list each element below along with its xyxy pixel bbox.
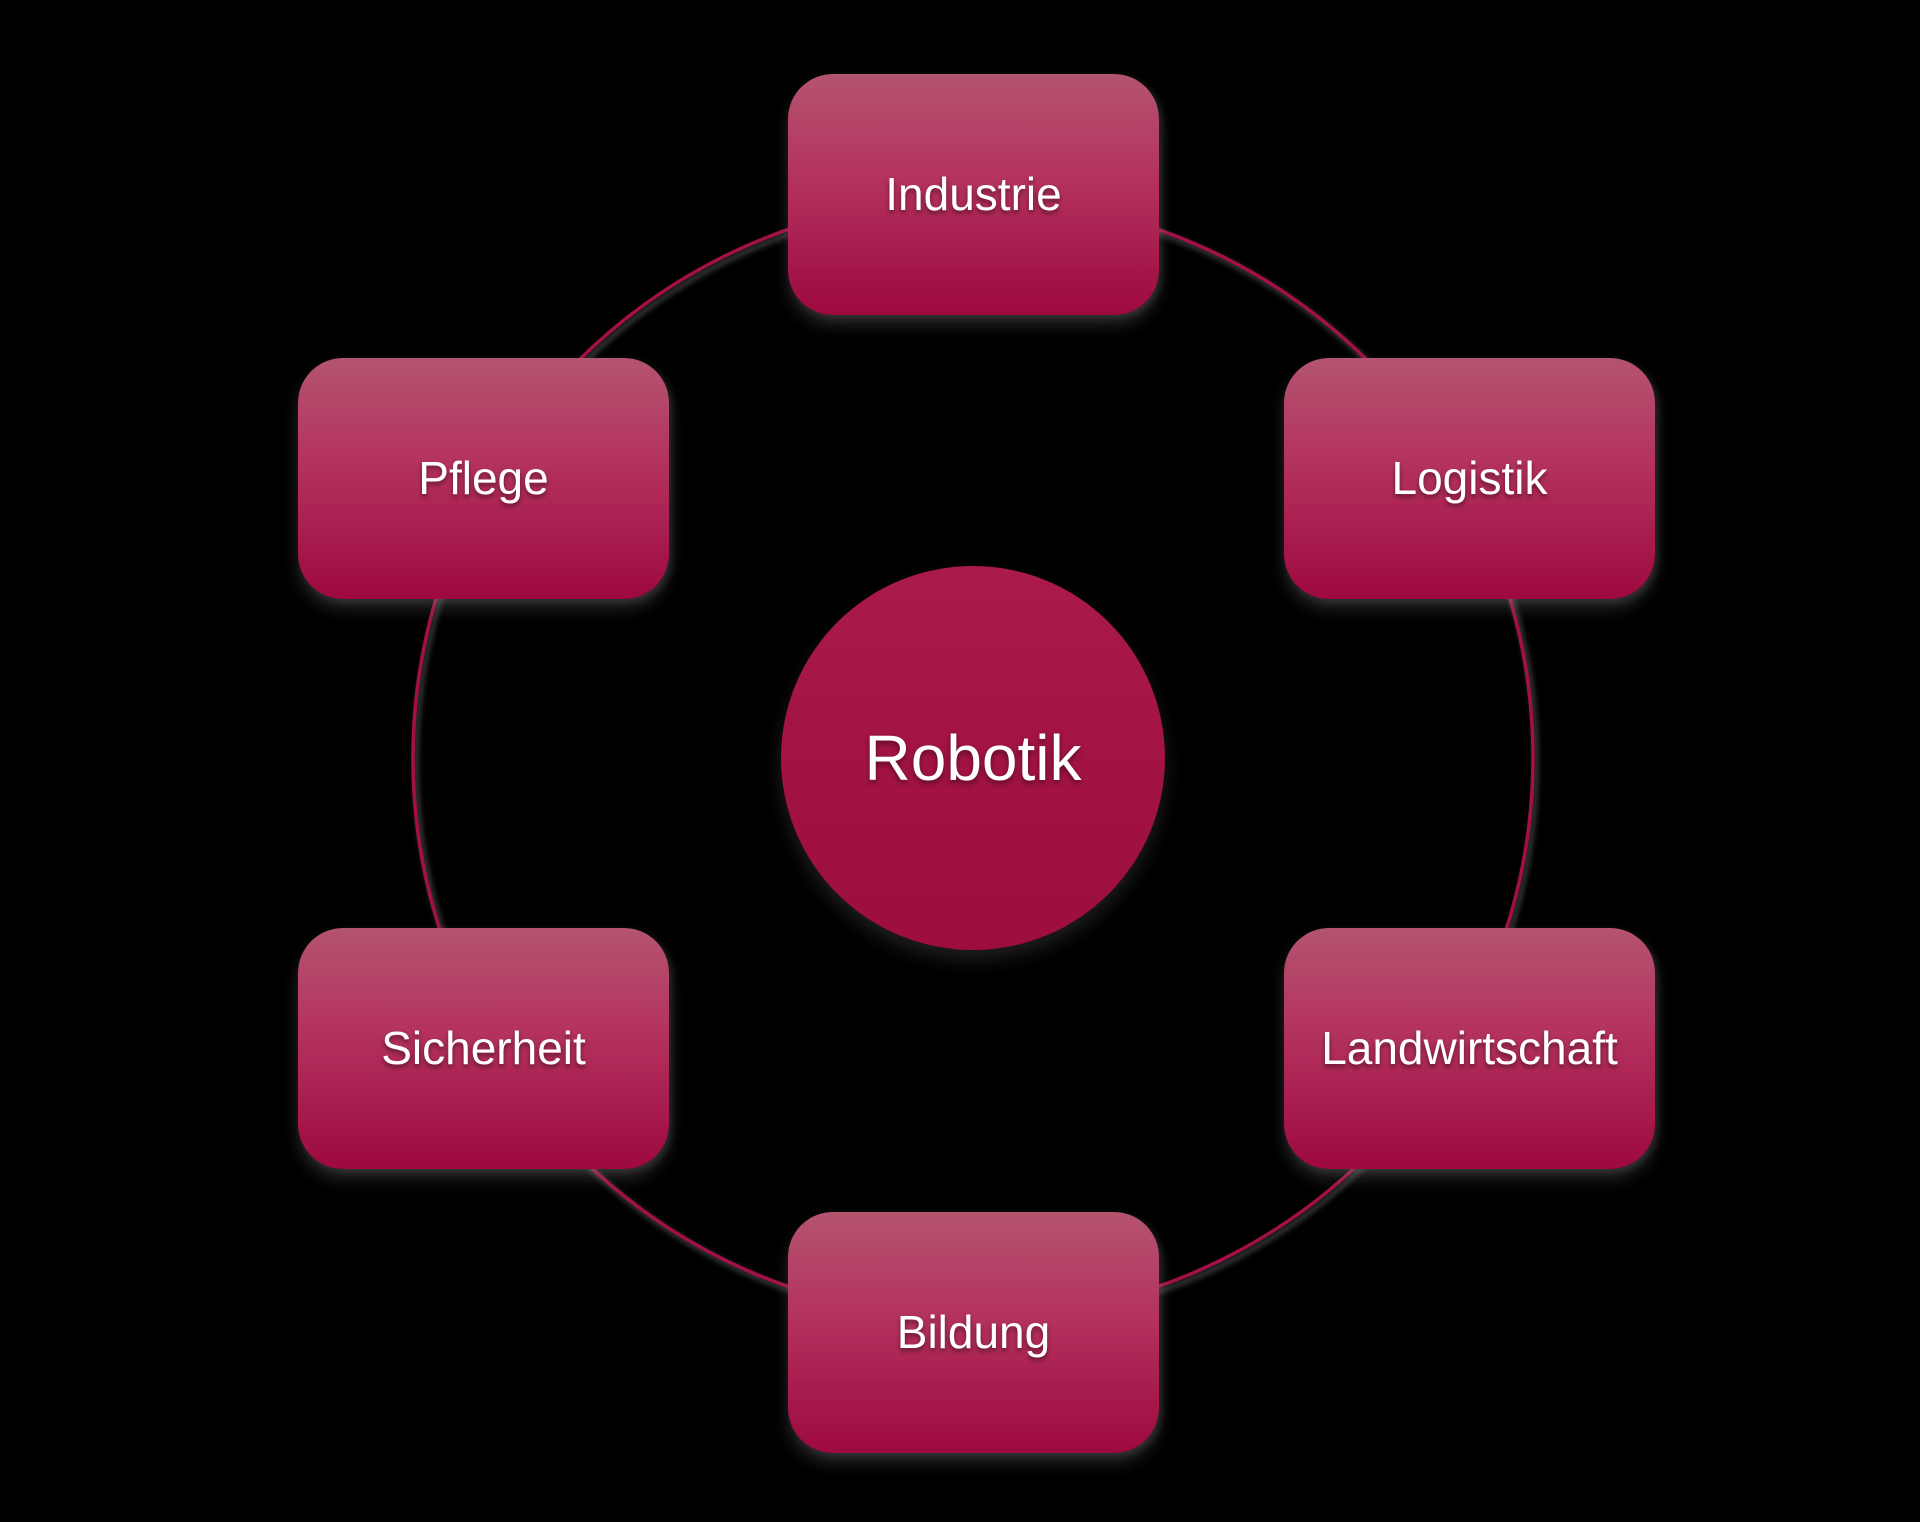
node-sicherheit-label: Sicherheit	[381, 1022, 586, 1075]
node-bildung: Bildung	[788, 1212, 1159, 1453]
center-circle-label: Robotik	[864, 722, 1082, 794]
node-pflege: Pflege	[298, 358, 669, 599]
node-landwirtschaft: Landwirtschaft	[1284, 928, 1655, 1169]
node-sicherheit: Sicherheit	[298, 928, 669, 1169]
node-industrie: Industrie	[788, 74, 1159, 315]
node-logistik-label: Logistik	[1391, 452, 1548, 505]
center-circle-robotik: Robotik	[781, 566, 1165, 950]
node-landwirtschaft-label: Landwirtschaft	[1321, 1022, 1618, 1075]
node-pflege-label: Pflege	[418, 452, 549, 505]
node-logistik: Logistik	[1284, 358, 1655, 599]
node-bildung-label: Bildung	[896, 1306, 1051, 1359]
node-industrie-label: Industrie	[885, 168, 1062, 221]
